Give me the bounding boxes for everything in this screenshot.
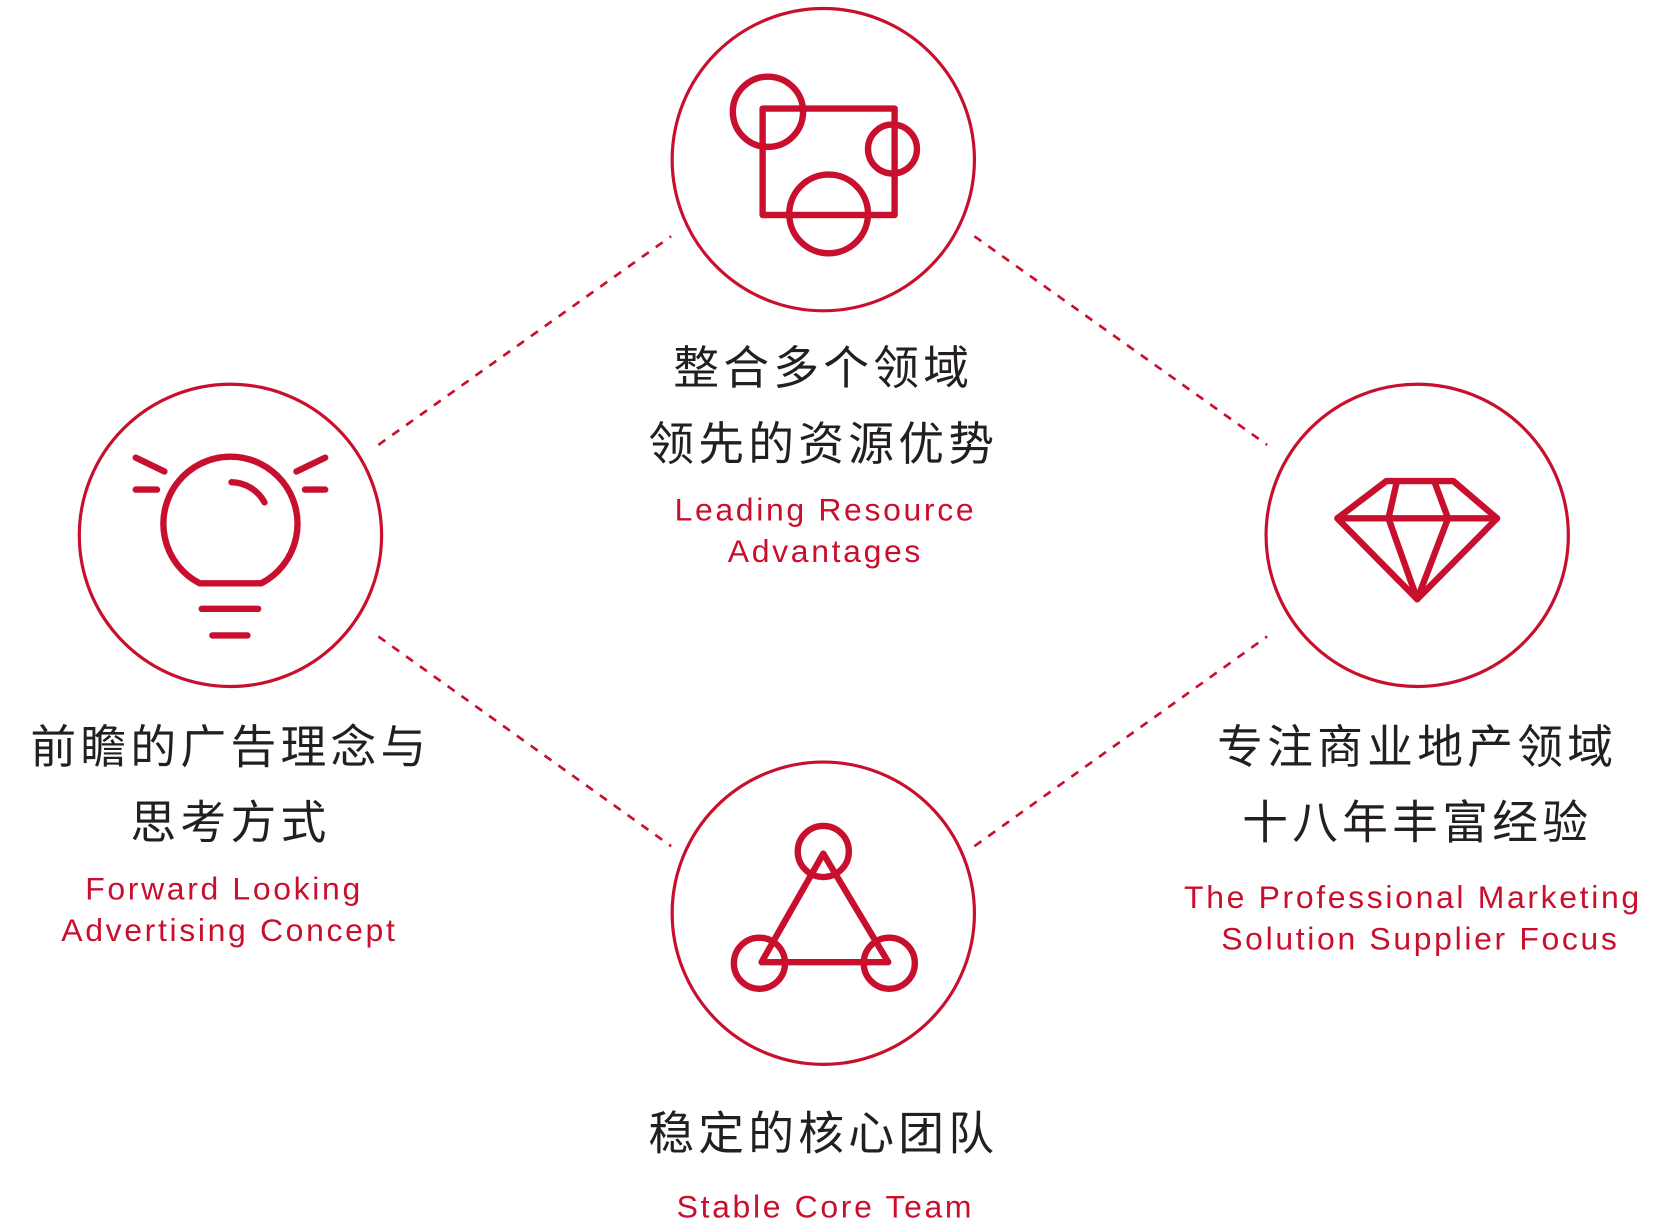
connector-left-top: [377, 235, 672, 446]
title-line-2: 十八年丰富经验: [1242, 797, 1592, 850]
node-ring: [670, 760, 977, 1066]
node-left: 前瞻的广告理念与 思考方式 Forward Looking Advertisin…: [30, 382, 430, 948]
connector-top-right: [973, 235, 1268, 446]
subtitle-line-2: Advantages: [728, 533, 923, 569]
title-line-2: 领先的资源优势: [648, 418, 998, 471]
node-right: 专注商业地产领域 十八年丰富经验 The Professional Market…: [1184, 382, 1642, 956]
lightbulb-icon: [132, 453, 329, 639]
subtitle-line-2: Solution Supplier Focus: [1221, 920, 1619, 956]
subtitle-line-1: The Professional Marketing: [1184, 879, 1642, 915]
title-line-1: 稳定的核心团队: [648, 1107, 998, 1160]
shapes-icon: [729, 73, 921, 257]
node-ring: [77, 382, 384, 689]
subtitle-line-1: Forward Looking: [85, 870, 363, 906]
node-ring: [1264, 382, 1570, 689]
title-line-1: 前瞻的广告理念与: [30, 721, 430, 774]
node-top: 整合多个领域 领先的资源优势 Leading Resource Advantag…: [648, 6, 998, 569]
subtitle-line-2: Advertising Concept: [61, 912, 397, 948]
title-line-2: 思考方式: [130, 797, 330, 850]
subtitle-line-1: Stable Core Team: [677, 1189, 975, 1224]
title-line-1: 整合多个领域: [673, 342, 973, 395]
node-bottom: 稳定的核心团队 Stable Core Team: [648, 760, 998, 1224]
diamond-icon: [1334, 477, 1501, 603]
triangle-network-icon: [730, 822, 919, 992]
title-line-1: 专注商业地产领域: [1217, 721, 1617, 774]
node-ring: [670, 6, 977, 313]
subtitle-line-1: Leading Resource: [675, 491, 977, 527]
